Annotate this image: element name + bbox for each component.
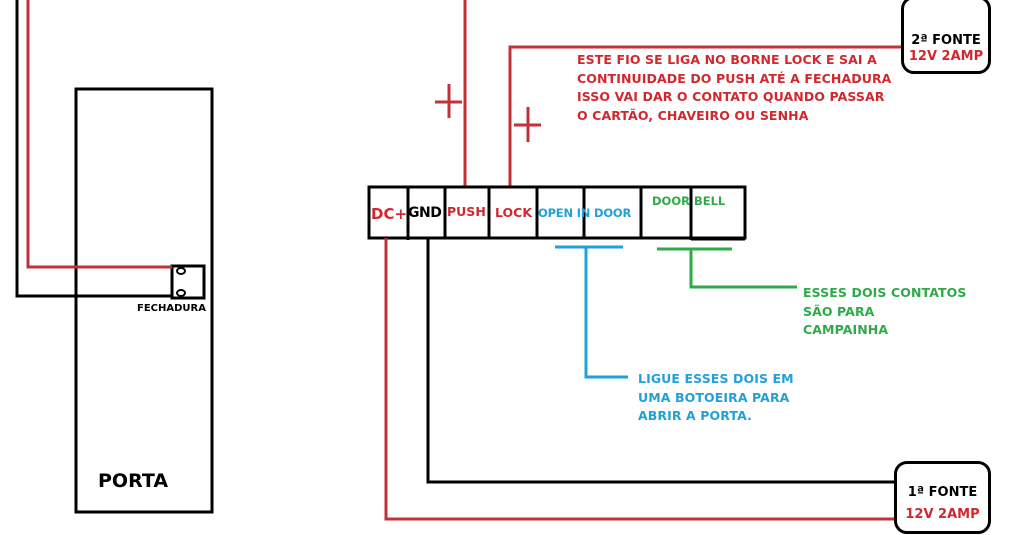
note-line: UMA BOTOEIRA PARA [638,389,790,405]
note-line: ESTE FIO SE LIGA NO BORNE LOCK E SAI A [577,52,877,67]
terminal-block [367,185,747,241]
terminal-door-bell: DOOR BELL [652,194,726,208]
power-supply-1: 1ª FONTE 12V 2AMP [894,461,991,534]
plus-mark-push [435,84,462,118]
psu2-rating: 12V 2AMP [908,49,984,64]
note-line: ABRIR A PORTA. [638,408,752,423]
note-line: O CARTÃO, CHAVEIRO OU SENHA [577,107,809,123]
note-line: CONTINUIDADE DO PUSH ATÉ A FECHADURA [577,70,892,86]
terminal-dc-plus: DC+ [371,205,408,223]
lock-screw-bottom [176,289,186,297]
wire-green-lead [689,249,797,289]
door-label: PORTA [98,470,169,492]
wire-blue-lead [584,247,628,379]
note-line: LIGUE ESSES DOIS EM [638,371,794,386]
psu2-name: 2ª FONTE [911,33,981,48]
wire-black-lock [15,0,172,298]
wire-black-gnd [426,238,897,484]
terminal-open-in-door: OPEN IN DOOR [538,206,632,220]
note-door-bell: ESSES DOIS CONTATOS SÃO PARA CAMPAINHA [803,284,966,340]
terminal-push: PUSH [447,204,486,219]
wire-red-lock [26,0,172,269]
note-line: ISSO VAI DAR O CONTATO QUANDO PASSAR [577,89,885,104]
psu1-rating: 12V 2AMP [905,507,980,522]
power-supply-2: 2ª FONTE 12V 2AMP [901,0,991,74]
lock-screw-top [176,267,186,275]
note-open-button: LIGUE ESSES DOIS EM UMA BOTOEIRA PARA AB… [638,370,794,426]
note-line: ESSES DOIS CONTATOS [803,285,967,300]
psu1-name: 1ª FONTE [907,485,978,500]
note-lock-wire: ESTE FIO SE LIGA NO BORNE LOCK E SAI A C… [577,51,891,125]
terminal-gnd: GND [408,205,442,221]
terminal-lock: LOCK [495,205,533,220]
note-line: CAMPAINHA [803,322,889,337]
door-outline [74,87,214,514]
plus-mark-lock [514,107,541,142]
lock-label: FECHADURA [137,303,206,314]
wire-red-lock-to-psu2 [508,45,903,187]
wire-red-dc [384,238,897,521]
note-line: SÃO PARA [803,303,875,319]
